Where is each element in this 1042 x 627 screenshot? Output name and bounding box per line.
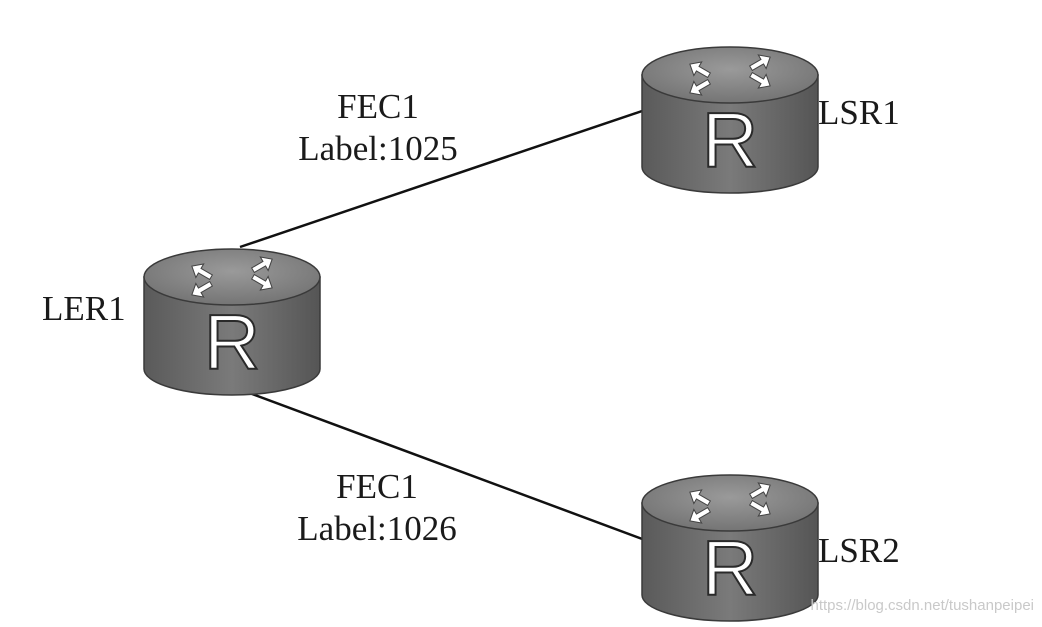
router-name-ler1: LER1 [42, 289, 126, 328]
router-name-lsr1: LSR1 [818, 93, 900, 132]
fec-label: FEC1 [336, 467, 418, 506]
router-icon [144, 249, 320, 395]
label-value: Label:1026 [297, 509, 457, 548]
router-icon [642, 47, 818, 193]
link-ler1-lsr2 [227, 383, 646, 542]
link-label-lsr2: FEC1 Label:1026 [297, 466, 456, 550]
label-value: Label:1025 [298, 129, 458, 168]
router-name-lsr2: LSR2 [818, 531, 900, 570]
router-icon [642, 475, 818, 621]
link-label-lsr1: FEC1 Label:1025 [298, 86, 457, 170]
fec-label: FEC1 [337, 87, 419, 126]
link-ler1-lsr1 [239, 108, 646, 249]
watermark: https://blog.csdn.net/tushanpeipei [810, 597, 1035, 614]
